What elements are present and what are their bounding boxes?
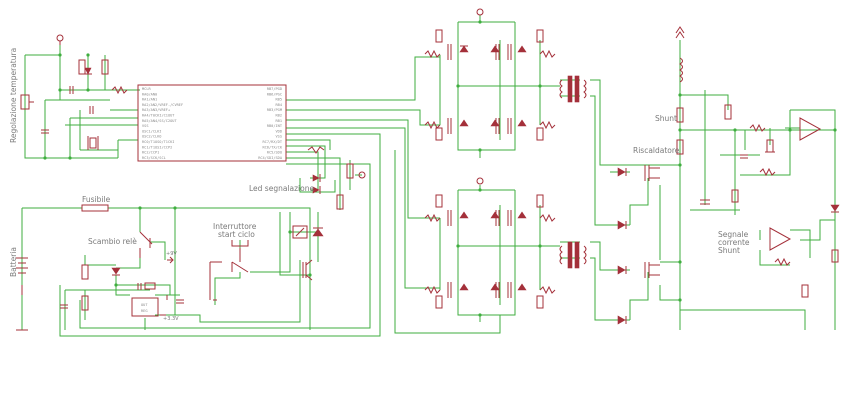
mcu-pin-right: RC4/SDI/SDA xyxy=(258,156,283,160)
mcu-pin-left: RA2/AN2/VREF-/CVREF xyxy=(142,103,183,107)
temperature-network xyxy=(20,34,128,150)
label-9v: +9V xyxy=(166,251,177,257)
transformers xyxy=(559,75,587,269)
mcu-pin-right: VDD xyxy=(276,129,283,133)
upper-bridge xyxy=(424,8,556,141)
regulator-line-1: OUT xyxy=(141,303,148,307)
mcu-pin-left: RA5/AN4/SS/C2OUT xyxy=(142,119,177,123)
fuse xyxy=(81,204,109,212)
mcu-pin-left: RA1/AN1 xyxy=(142,98,157,102)
mcu-pin-left: OSC1/CLKI xyxy=(142,129,161,133)
relay-coil xyxy=(292,225,324,281)
opamp-section xyxy=(724,104,840,298)
label-led: Led segnalazione xyxy=(249,184,314,193)
label-segnale-2: corrente xyxy=(718,238,750,247)
mcu-pin-left: RA0/AN0 xyxy=(142,92,157,96)
mcu-pin-right: RC5/SDO xyxy=(267,151,282,155)
label-batteria: Batteria xyxy=(9,247,18,277)
microcontroller: MCLRRA0/AN0RA1/AN1RA2/AN2/VREF-/CVREFRA3… xyxy=(137,84,287,162)
label-3v3: +3.3V xyxy=(163,316,179,322)
mcu-pin-left: RC1/T1OSI/CCP2 xyxy=(142,145,172,149)
mcu-pin-right: RB1 xyxy=(276,119,283,123)
regulator-line-2: REG xyxy=(141,309,148,313)
mosfets xyxy=(644,165,660,278)
mcu-pin-left: RC3/SCK/SCL xyxy=(142,156,166,160)
mcu-pin-right: RB5 xyxy=(276,98,283,102)
mcu-pin-left: MCLR xyxy=(142,87,151,91)
labels: Regolazione temperatura Led segnalazione… xyxy=(9,48,750,322)
mcu-pin-right: RC6/TX/CK xyxy=(263,145,283,149)
relay-switch xyxy=(60,231,184,317)
battery-symbol xyxy=(16,257,28,331)
label-shunt: Shunt xyxy=(655,114,677,123)
label-scambio: Scambio relè xyxy=(88,237,137,246)
lower-bridge xyxy=(424,177,556,309)
heater-and-shunt xyxy=(675,26,710,205)
label-regolazione: Regolazione temperatura xyxy=(9,48,18,143)
mcu-pin-left: RA4/T0CKI/C1OUT xyxy=(142,114,175,118)
mcu-pin-left: RC0/T1OSO/T1CKI xyxy=(142,140,174,144)
mcu-pin-left: RA3/AN3/VREF+ xyxy=(142,108,171,112)
label-segnale-1: Segnale xyxy=(718,230,749,239)
mcu-pin-left: RC2/CCP1 xyxy=(142,151,159,155)
mcu-pin-left: VSS xyxy=(142,124,149,128)
mcu-pin-right: RB3/PGM xyxy=(267,108,283,112)
label-interruttore-2: start ciclo xyxy=(218,230,255,239)
label-interruttore-1: Interruttore xyxy=(213,222,257,231)
mcu-pin-right: RB0/INT xyxy=(267,124,283,128)
mcu-pin-left: OSC2/CLKO xyxy=(142,135,161,139)
mcu-pin-right: RB6/PGC xyxy=(267,92,282,96)
mcu-pin-right: VSS xyxy=(276,135,283,139)
output-diodes xyxy=(617,167,627,325)
mcu-pin-right: RB4 xyxy=(276,103,283,107)
label-fusibile: Fusibile xyxy=(82,195,111,204)
start-switch xyxy=(209,240,249,301)
mcu-pin-right: RC7/RX/DT xyxy=(263,140,283,144)
mcu-pin-right: RB7/PGD xyxy=(267,87,282,91)
mcu-pin-right: RB2 xyxy=(276,114,283,118)
led-section xyxy=(307,146,366,210)
label-segnale-3: Shunt xyxy=(718,246,740,255)
label-riscaldatore: Riscaldatore xyxy=(633,146,680,155)
